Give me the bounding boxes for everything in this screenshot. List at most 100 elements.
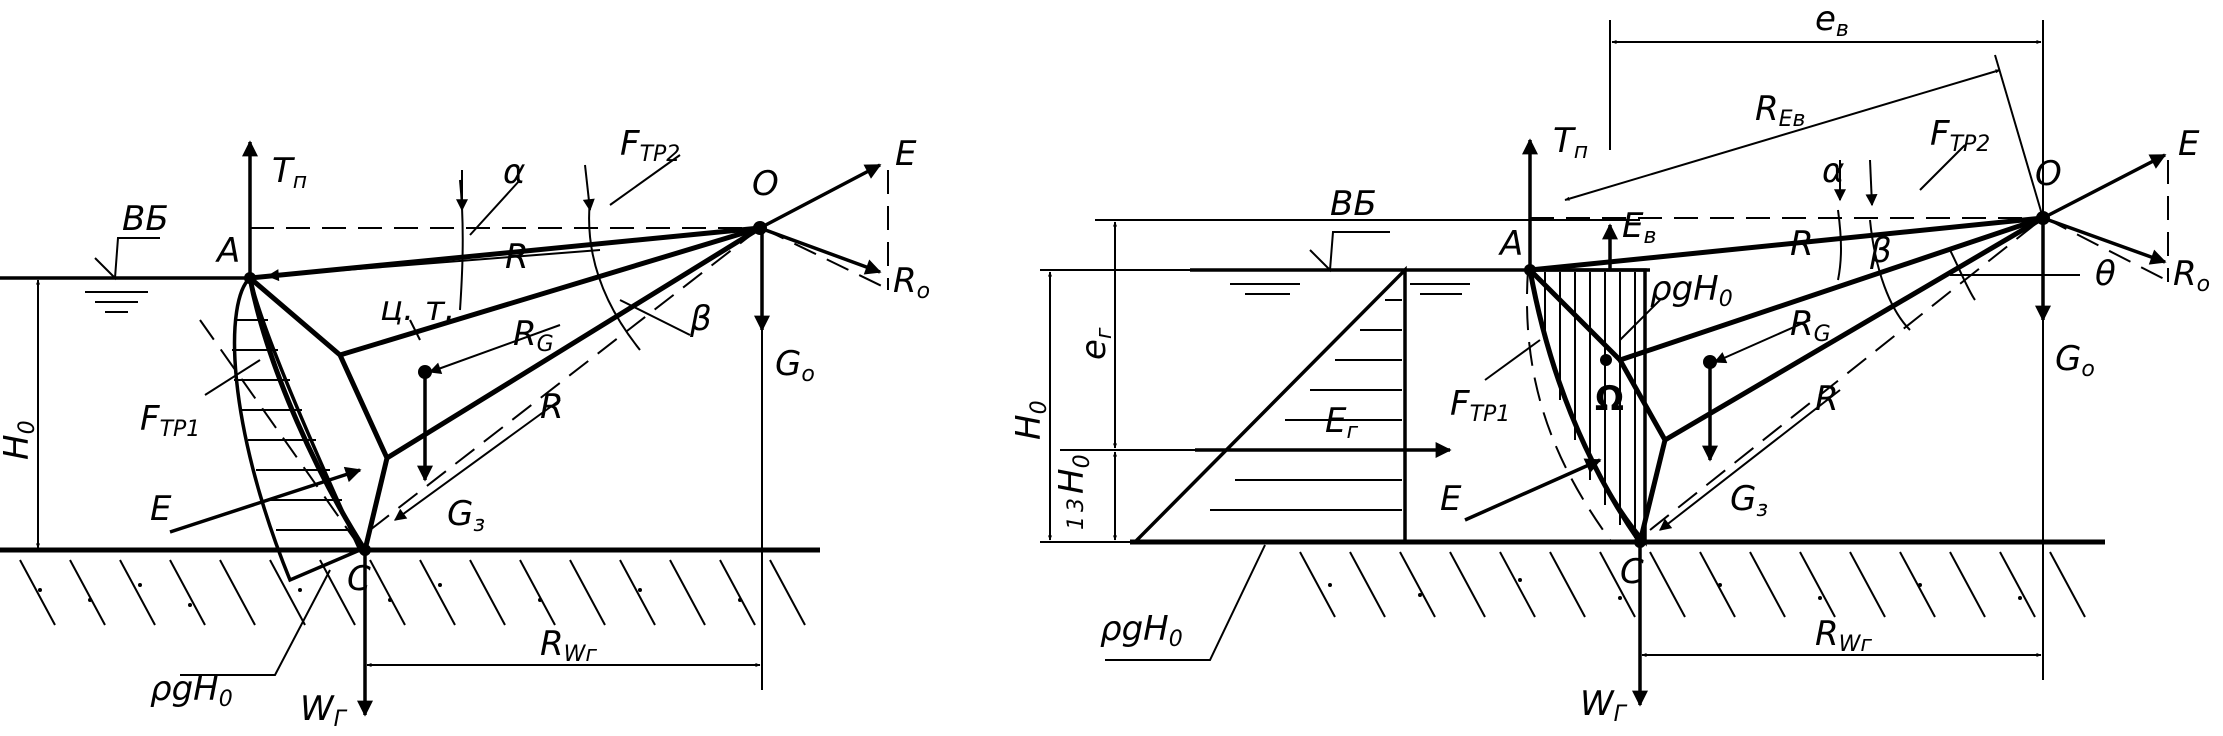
right-water-marker: [1230, 231, 1470, 295]
right-dashed-radius: [1649, 217, 2044, 531]
left-point-a: A: [215, 231, 240, 271]
right-ftr1-label: FТР1: [1450, 384, 1510, 427]
right-water-label: ВБ: [1330, 184, 1377, 224]
left-rho-leader: [180, 569, 331, 676]
right-ftr1-leader: [1484, 339, 1541, 381]
left-rg-arrow: [428, 324, 561, 374]
right-r-bottom-arrow: [1659, 389, 1841, 531]
left-rg-label: RG: [513, 314, 554, 357]
left-pivot-o: [753, 221, 767, 235]
right-theta: θ: [2095, 254, 2116, 294]
right-ro-arrow: [2042, 216, 2167, 265]
right-theta-arc: [1949, 249, 1976, 301]
left-ground: [0, 547, 820, 626]
right-eg-label: Eг: [1325, 401, 1358, 444]
right-ground: [1130, 539, 2105, 618]
right-figure: ВБ H0 eг 13H0: [1009, 0, 2210, 727]
left-beta-tick: [582, 164, 595, 212]
left-water-marker: [85, 237, 160, 313]
right-e-left-label: E: [1440, 479, 1462, 519]
left-alpha: α: [503, 152, 525, 192]
left-water-label: ВБ: [122, 199, 169, 239]
left-beta: β: [689, 299, 712, 339]
right-ftr2-label: FТР2: [1930, 114, 1990, 157]
left-r-top-label: R: [505, 237, 529, 277]
right-point-c: C: [1620, 552, 1644, 592]
right-rho-leader: [1105, 544, 1266, 661]
right-tn-label: Tп: [1553, 121, 1588, 164]
right-point-c-dot: [1634, 536, 1646, 548]
left-ftr2-label: FТР2: [620, 124, 680, 167]
left-r-bottom-label: R: [540, 387, 564, 427]
right-rho-label: ρgH0: [1100, 609, 1183, 652]
left-cg-leader: [409, 319, 421, 341]
right-pivot-o: [2036, 211, 2050, 225]
right-alpha-arc: [1837, 209, 1842, 281]
left-e-left-label: E: [150, 489, 172, 529]
right-rev-label: REв: [1755, 89, 1806, 132]
right-rev-dimension: [1564, 69, 2001, 201]
left-point-a-dot: [244, 272, 256, 284]
left-point-o: O: [752, 164, 779, 204]
right-alpha: α: [1822, 151, 1844, 191]
right-rho-mid-label: ρgH0: [1650, 269, 1733, 312]
left-r-bottom-arrow: [394, 399, 561, 521]
left-dashed-radius: [369, 227, 761, 531]
right-cg-point: [1703, 355, 1717, 369]
right-r-bottom-label: R: [1815, 379, 1839, 419]
left-beta-arc: [588, 199, 641, 351]
right-gz-label: Gз: [1730, 479, 1768, 522]
right-rw-label: RWг: [1815, 614, 1872, 657]
left-gate-segment: [247, 225, 762, 552]
left-beta-leader: [619, 299, 691, 336]
left-rw-label: RWг: [540, 624, 597, 667]
left-ro-arrow: [759, 226, 882, 275]
right-e-arrow: [2042, 153, 2167, 220]
right-point-a: A: [1498, 224, 1523, 264]
left-ftr1-label: FТР1: [140, 399, 200, 442]
left-dashed-chord: [199, 319, 356, 541]
right-omega-leader: [1619, 299, 1661, 341]
right-point-o: O: [2035, 154, 2062, 194]
right-beta-tick: [1865, 159, 1878, 207]
right-e-arrow-left: [1464, 458, 1602, 522]
left-e-arrow: [759, 163, 882, 230]
right-e-right-label: E: [2178, 124, 2200, 164]
left-pressure-diagram: [232, 274, 363, 583]
left-r-arrow: [266, 249, 601, 282]
right-wg-label: WГ: [1580, 684, 1628, 727]
right-dashed-ro: [2044, 217, 2171, 283]
left-point-c: C: [347, 559, 371, 599]
right-omega-area: [1527, 268, 1647, 547]
right-eb-label: Eв: [1622, 206, 1656, 249]
right-rg-label: RG: [1790, 304, 1831, 347]
left-alpha-leader: [469, 179, 521, 236]
left-point-c-dot: [359, 544, 371, 556]
left-ftr1-leader: [204, 359, 261, 396]
right-eg-dim-label: eг: [1074, 327, 1117, 360]
left-ftr2-leader: [609, 154, 681, 206]
right-ftr2-leader: [1919, 144, 1966, 191]
right-gate-segment: [1526, 215, 2045, 544]
right-point-a-dot: [1524, 264, 1536, 276]
left-gz-label: Gз: [447, 494, 485, 537]
right-omega-point: [1600, 354, 1612, 366]
right-beta-arc: [1869, 219, 1911, 331]
left-h0-label: H0: [0, 420, 40, 460]
right-go-label: Gо: [2055, 339, 2095, 382]
left-tn-label: Tп: [272, 151, 307, 194]
left-e-right-label: E: [895, 134, 917, 174]
left-figure: ВБ H0: [0, 124, 930, 732]
right-beta: β: [1869, 231, 1892, 271]
left-e-arrow-left: [169, 466, 362, 534]
left-go-label: Gо: [775, 344, 815, 387]
left-cg-label: ц. т.: [380, 289, 455, 329]
left-cg-point: [418, 365, 432, 379]
right-third-label: 13H0: [1052, 454, 1095, 530]
left-rho-label: ρgH0: [150, 669, 233, 712]
right-rg-arrow: [1713, 319, 1811, 364]
right-h0-label: H0: [1009, 400, 1052, 440]
right-r-top-label: R: [1790, 224, 1814, 264]
